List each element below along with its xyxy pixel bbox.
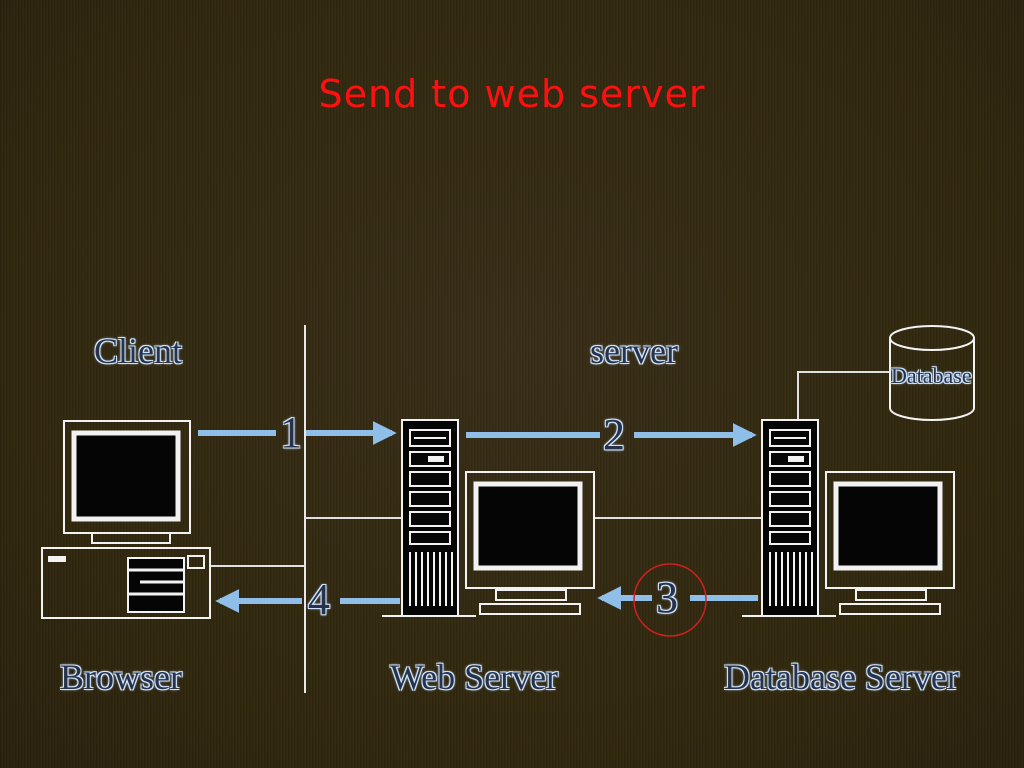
database-server-monitor-icon <box>825 471 955 615</box>
web-server-tower-icon <box>382 419 476 617</box>
step-1-label: 1 <box>280 408 302 457</box>
browser-computer-icon <box>41 420 211 619</box>
step-3-label: 3 <box>656 573 678 622</box>
slide-title: Send to web server <box>318 72 706 116</box>
server-section-label: server <box>590 331 678 371</box>
client-section-label: Client <box>94 331 182 371</box>
step-3-highlight-circle <box>633 563 707 637</box>
web-server-monitor-icon <box>465 471 595 615</box>
step-4-label: 4 <box>308 575 330 624</box>
database-server-tower-icon <box>742 419 836 617</box>
step-2-label: 2 <box>603 410 625 459</box>
web-server-label: Web Server <box>390 657 559 697</box>
network-cables <box>210 371 890 567</box>
database-server-label: Database Server <box>724 657 959 697</box>
database-label: Database <box>891 363 972 388</box>
browser-label: Browser <box>60 657 182 697</box>
database-cylinder-icon <box>889 325 975 421</box>
